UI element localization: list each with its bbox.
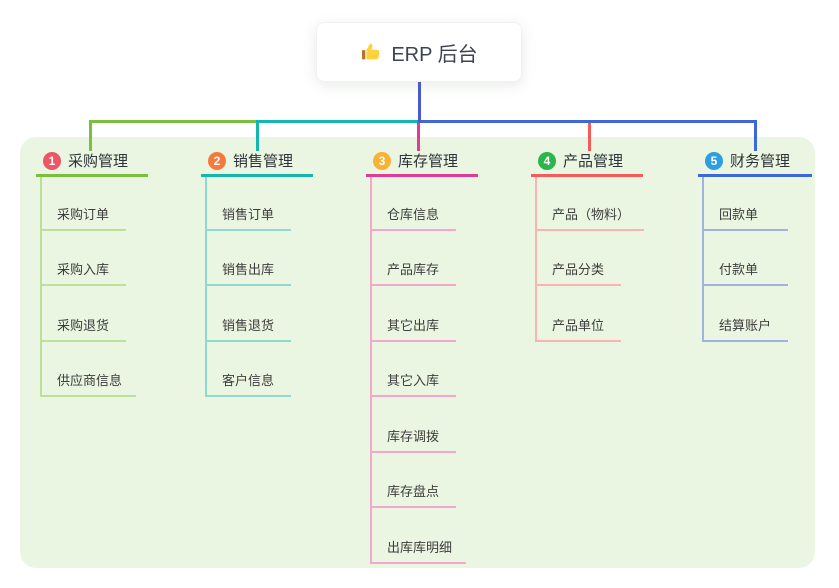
child-label: 其它出库 bbox=[387, 318, 440, 333]
child-label: 采购入库 bbox=[57, 262, 110, 277]
child-node[interactable]: 库存盘点 bbox=[370, 472, 456, 508]
child-node[interactable]: 供应商信息 bbox=[40, 361, 137, 397]
child-label: 产品（物料） bbox=[552, 207, 631, 222]
child-node[interactable]: 回款单 bbox=[702, 195, 788, 231]
branch-node-3[interactable]: 3 库存管理 bbox=[366, 150, 478, 177]
child-node[interactable]: 结算账户 bbox=[702, 306, 788, 342]
branch-badge-4: 4 bbox=[538, 151, 556, 170]
child-label: 其它入库 bbox=[387, 373, 440, 388]
child-label: 结算账户 bbox=[719, 318, 772, 333]
branch-badge-3: 3 bbox=[373, 151, 391, 170]
connector-branch1-drop bbox=[89, 120, 92, 151]
branch1-trunk-line bbox=[40, 177, 42, 396]
child-node[interactable]: 产品库存 bbox=[370, 250, 456, 286]
branch-label-3: 库存管理 bbox=[398, 153, 459, 170]
child-node[interactable]: 产品（物料） bbox=[535, 195, 645, 231]
branch-node-2[interactable]: 2 销售管理 bbox=[201, 150, 313, 177]
branch-label-5: 财务管理 bbox=[730, 153, 791, 170]
child-node[interactable]: 付款单 bbox=[702, 250, 788, 286]
branch-node-5[interactable]: 5 财务管理 bbox=[698, 150, 812, 177]
branch-badge-2: 2 bbox=[208, 151, 226, 170]
root-connector-line bbox=[418, 82, 421, 123]
child-node[interactable]: 其它出库 bbox=[370, 306, 456, 342]
root-label: ERP 后台 bbox=[391, 43, 478, 66]
child-label: 客户信息 bbox=[222, 373, 275, 388]
connector-branch2-horizontal bbox=[257, 120, 420, 123]
branch3-trunk-line bbox=[370, 177, 372, 562]
branch5-trunk-line bbox=[702, 177, 704, 340]
child-label: 产品库存 bbox=[387, 262, 440, 277]
branch2-trunk-line bbox=[205, 177, 207, 396]
child-node[interactable]: 销售订单 bbox=[205, 195, 291, 231]
child-node[interactable]: 采购退货 bbox=[40, 306, 126, 342]
child-node[interactable]: 库存调拨 bbox=[370, 417, 456, 453]
child-label: 回款单 bbox=[719, 207, 759, 222]
child-label: 采购订单 bbox=[57, 207, 110, 222]
child-node[interactable]: 销售出库 bbox=[205, 250, 291, 286]
child-label: 库存调拨 bbox=[387, 429, 440, 444]
connector-branch1-horizontal bbox=[90, 120, 420, 123]
connector-branch5-drop bbox=[754, 120, 757, 151]
branch4-trunk-line bbox=[535, 177, 537, 340]
child-label: 出库库明细 bbox=[387, 540, 453, 555]
root-node[interactable]: ERP 后台 bbox=[316, 22, 522, 82]
child-node[interactable]: 出库库明细 bbox=[370, 528, 467, 564]
thumbs-up-icon bbox=[360, 41, 382, 63]
branch-label-2: 销售管理 bbox=[233, 153, 294, 170]
child-node[interactable]: 销售退货 bbox=[205, 306, 291, 342]
branch-badge-5: 5 bbox=[705, 151, 723, 170]
child-label: 仓库信息 bbox=[387, 207, 440, 222]
child-label: 产品分类 bbox=[552, 262, 605, 277]
branch-node-1[interactable]: 1 采购管理 bbox=[36, 150, 148, 177]
child-node[interactable]: 产品单位 bbox=[535, 306, 621, 342]
child-node[interactable]: 仓库信息 bbox=[370, 195, 456, 231]
connector-branch4-drop bbox=[588, 120, 591, 151]
child-label: 销售订单 bbox=[222, 207, 275, 222]
connector-branch5-horizontal bbox=[419, 120, 756, 123]
child-node[interactable]: 采购订单 bbox=[40, 195, 126, 231]
connector-branch2-drop bbox=[256, 120, 259, 151]
child-node[interactable]: 客户信息 bbox=[205, 361, 291, 397]
branch-label-4: 产品管理 bbox=[563, 153, 624, 170]
child-label: 销售出库 bbox=[222, 262, 275, 277]
branch-label-1: 采购管理 bbox=[68, 153, 129, 170]
child-label: 销售退货 bbox=[222, 318, 275, 333]
child-label: 供应商信息 bbox=[57, 373, 123, 388]
child-label: 产品单位 bbox=[552, 318, 605, 333]
child-node[interactable]: 产品分类 bbox=[535, 250, 621, 286]
child-node[interactable]: 采购入库 bbox=[40, 250, 126, 286]
child-label: 库存盘点 bbox=[387, 484, 440, 499]
child-node[interactable]: 其它入库 bbox=[370, 361, 456, 397]
child-label: 采购退货 bbox=[57, 318, 110, 333]
connector-branch3-drop bbox=[417, 120, 420, 151]
branch-badge-1: 1 bbox=[43, 151, 61, 170]
branch-node-4[interactable]: 4 产品管理 bbox=[531, 150, 643, 177]
child-label: 付款单 bbox=[719, 262, 759, 277]
mindmap-panel bbox=[20, 137, 815, 568]
